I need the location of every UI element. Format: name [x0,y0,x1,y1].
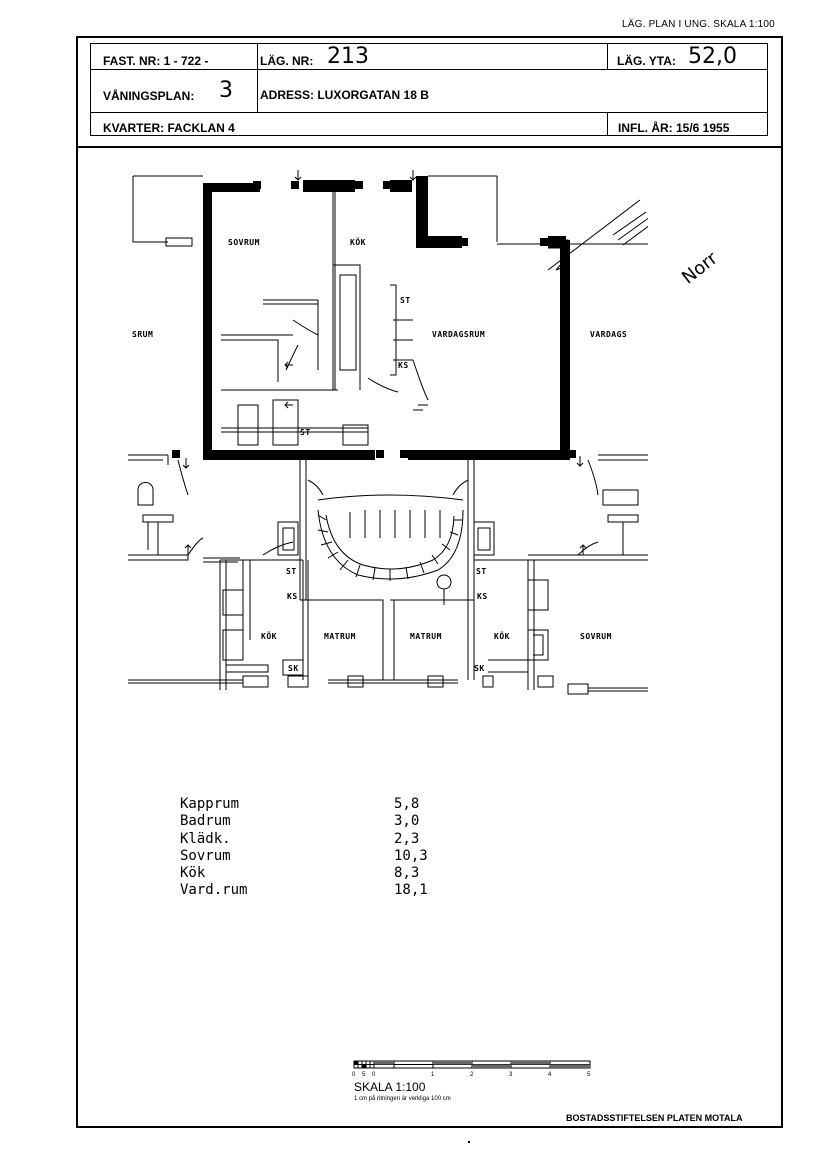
publisher-footer: BOSTADSSTIFTELSEN PLATEN MOTALA [566,1113,743,1123]
scale-tick: 3 [509,1072,513,1078]
label-st-bath: ST [300,428,311,437]
label-ks: KS [398,361,409,370]
room-vardagsrum: VARDAGSRUM [432,330,486,339]
scale-tick: 5 [587,1072,591,1078]
scale-tick: 4 [548,1072,552,1078]
room-kok-right: KÖK [494,632,510,641]
scale-title: SKALA 1:100 [354,1080,426,1094]
room-srum-neighbour: SRUM [132,330,154,339]
lag-nr-value: 213 [327,44,369,69]
vaningsplan-value: 3 [219,78,233,103]
room-kok: KÖK [350,238,366,247]
scale-tick: 1 [431,1072,435,1078]
label-ks-left: KS [287,592,298,601]
label-ks-right: KS [477,592,488,601]
room-kok-left: KÖK [261,632,277,641]
scale-tick: 2 [470,1072,474,1078]
room-sovrum-right: SOVRUM [580,632,612,641]
floor-plan: SOVRUM KÖK VARDAGSRUM SRUM VARDAGS ST KS… [128,160,722,705]
kvarter-label: KVARTER: FACKLAN 4 [103,121,235,135]
header-table: FAST. NR: 1 - 722 - LÄG. NR: 213 LÄG. YT… [90,43,768,136]
room-matrum-right: MATRUM [410,632,442,641]
scale-tick: 5 [362,1072,366,1078]
label-sk-right: SK [474,664,485,673]
adress-label: ADRESS: LUXORGATAN 18 B [260,88,429,102]
header-separator [76,146,783,148]
scale-bar: 0 5 0 1 2 3 4 5 [350,1058,595,1085]
label-st-left: ST [286,567,297,576]
label-st-right: ST [476,567,487,576]
area-row: Klädk.2,3 [180,830,420,847]
scale-subtitle: 1 cm på ritningen är verkliga 100 cm [354,1096,451,1102]
stray-mark [468,1141,470,1143]
room-sovrum: SOVRUM [228,238,260,247]
lag-nr-label: LÄG. NR: [260,54,314,68]
fast-nr-label: FAST. NR: 1 - 722 - [103,54,209,68]
floor-plan-drawing [128,170,648,695]
room-matrum-left: MATRUM [324,632,356,641]
lag-yta-label: LÄG. YTA: [617,54,676,68]
page-frame [76,36,783,1128]
scale-tick: 0 [372,1072,376,1078]
scale-bar-graphic: 0 5 0 1 2 3 4 5 [352,1060,591,1078]
label-sk-left: SK [288,664,299,673]
inflyttning-label: INFL. ÅR: 15/6 1955 [618,121,730,135]
room-vardags-neighbour: VARDAGS [590,330,628,339]
scale-tick: 0 [352,1072,356,1078]
vaningsplan-label: VÅNINGSPLAN: [103,89,195,103]
label-st: ST [400,296,411,305]
lag-yta-value: 52,0 [688,44,737,69]
scale-note: LÄG. PLAN I UNG. SKALA 1:100 [622,19,775,30]
